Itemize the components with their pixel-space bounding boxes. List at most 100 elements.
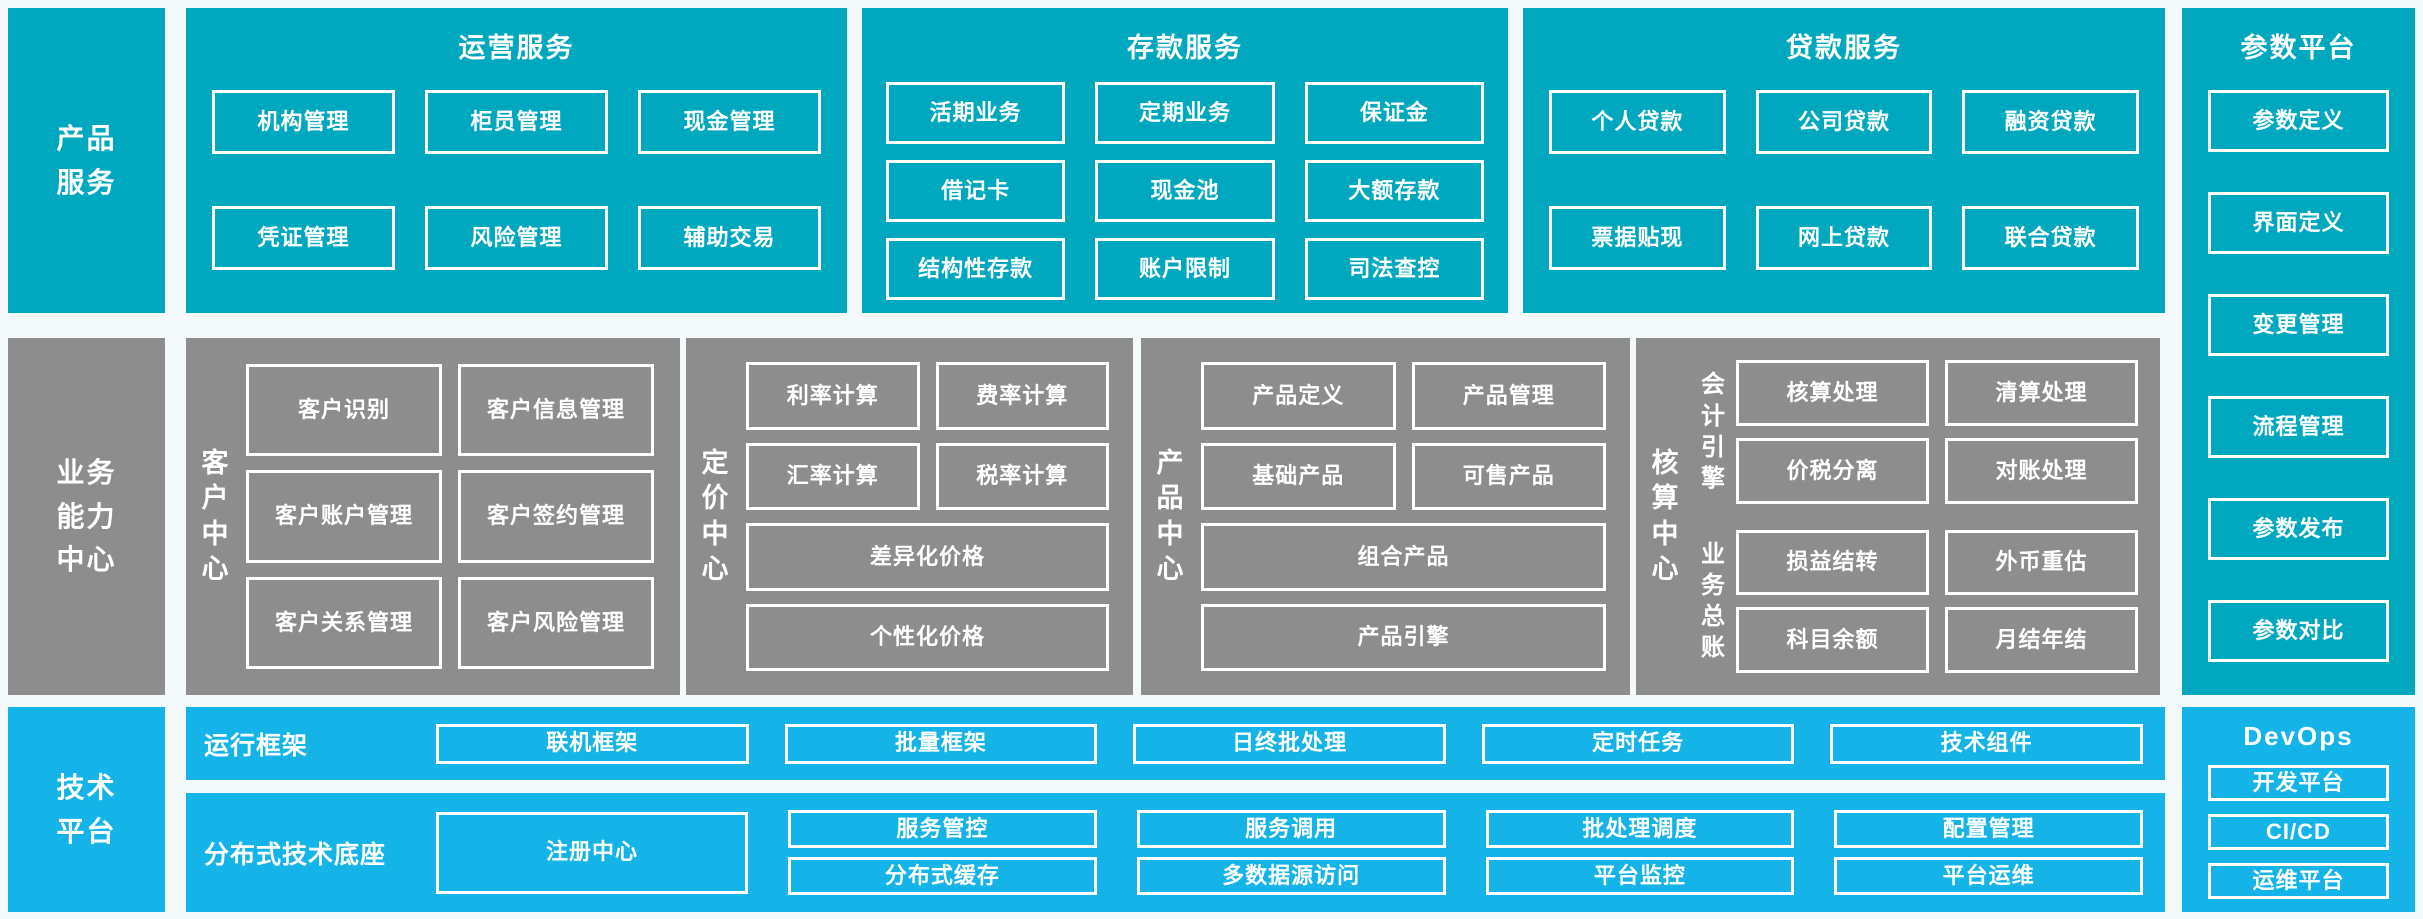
- customer-center-panel: 客户中心 客户识别 客户信息管理 客户账户管理 客户签约管理 客户关系管理 客户…: [186, 338, 680, 695]
- diagram-box: 机构管理: [212, 90, 395, 154]
- product-center-panel: 产品中心 产品定义 产品管理 基础产品 可售产品 组合产品 产品引擎: [1141, 338, 1630, 695]
- business-ledger-group: 业务总账 损益结转 外币重估 科目余额 月结年结: [1696, 529, 2138, 673]
- diagram-box: 服务管控: [788, 810, 1097, 848]
- pricing-center-label: 定价中心: [701, 448, 729, 584]
- diagram-box: 结构性存款: [886, 238, 1066, 300]
- diagram-box: 个性化价格: [746, 603, 1109, 671]
- diagram-box: 个人贷款: [1549, 90, 1726, 154]
- diagram-box: 辅助交易: [638, 206, 821, 270]
- accounting-engine-label: 会计引擎: [1701, 371, 1725, 492]
- diagram-box: 保证金: [1304, 82, 1484, 144]
- diagram-box: 定期业务: [1095, 82, 1275, 144]
- diagram-box: 税率计算: [935, 442, 1109, 510]
- diagram-box: 配置管理: [1834, 810, 2143, 848]
- diagram-box: 账户限制: [1095, 238, 1275, 300]
- diagram-box: 基础产品: [1201, 442, 1396, 510]
- diagram-box: 利率计算: [746, 362, 920, 430]
- pricing-center-grid: 利率计算 费率计算 汇率计算 税率计算 差异化价格 个性化价格: [746, 362, 1109, 671]
- diagram-box: 流程管理: [2208, 396, 2389, 458]
- diagram-box: 运维平台: [2208, 863, 2389, 899]
- devops-title: DevOps: [2243, 721, 2354, 751]
- diagram-box: 月结年结: [1945, 607, 2138, 673]
- operations-services-grid: 机构管理 柜员管理 现金管理 凭证管理 风险管理 辅助交易: [212, 90, 821, 270]
- diagram-box: 客户识别: [246, 364, 442, 457]
- diagram-box: 变更管理: [2208, 294, 2389, 356]
- diagram-box: 差异化价格: [746, 523, 1109, 591]
- deposit-services-panel: 存款服务 活期业务 定期业务 保证金 借记卡 现金池 大额存款 结构性存款 账户…: [862, 8, 1508, 313]
- runtime-framework-label: 运行框架: [204, 731, 309, 760]
- diagram-box: 清算处理: [1945, 360, 2138, 426]
- diagram-box: 科目余额: [1736, 607, 1929, 673]
- diagram-box: 开发平台: [2208, 765, 2389, 801]
- diagram-box: 现金池: [1095, 160, 1275, 222]
- tech-platform-sidebar: 技术 平台: [8, 707, 165, 912]
- loan-services-panel: 贷款服务 个人贷款 公司贷款 融资贷款 票据贴现 网上贷款 联合贷款: [1523, 8, 2165, 313]
- devops-panel: DevOps 开发平台 CI/CD 运维平台: [2182, 707, 2415, 912]
- diagram-box: 界面定义: [2208, 192, 2389, 254]
- diagram-box: 平台监控: [1485, 857, 1795, 895]
- diagram-box: 公司贷款: [1755, 90, 1933, 154]
- diagram-box: 风险管理: [425, 206, 608, 270]
- diagram-box: 客户风险管理: [458, 576, 654, 669]
- diagram-box: 价税分离: [1736, 437, 1929, 504]
- diagram-box: 定时任务: [1481, 723, 1795, 764]
- product-center-grid: 产品定义 产品管理 基础产品 可售产品 组合产品 产品引擎: [1201, 362, 1606, 671]
- diagram-box: 参数对比: [2208, 600, 2389, 662]
- pricing-center-panel: 定价中心 利率计算 费率计算 汇率计算 税率计算 差异化价格 个性化价格: [686, 338, 1133, 695]
- diagram-box: 票据贴现: [1549, 206, 1726, 270]
- diagram-box: 产品定义: [1201, 362, 1396, 430]
- diagram-box: 损益结转: [1736, 529, 1929, 596]
- diagram-box: 凭证管理: [212, 206, 395, 270]
- business-ledger-grid: 损益结转 外币重估 科目余额 月结年结: [1736, 529, 2138, 673]
- diagram-box: 柜员管理: [425, 90, 608, 154]
- runtime-framework-row: 运行框架 联机框架 批量框架 日终批处理 定时任务 技术组件: [186, 707, 2165, 780]
- diagram-box: 多数据源访问: [1136, 857, 1446, 895]
- diagram-box: 技术组件: [1830, 723, 2143, 764]
- customer-center-label: 客户中心: [201, 448, 229, 584]
- diagram-box: 网上贷款: [1755, 206, 1933, 270]
- deposit-services-title: 存款服务: [1127, 33, 1243, 63]
- accounting-center-groups: 会计引擎 核算处理 清算处理 价税分离 对账处理 业务总账 损益结转 外币重估 …: [1696, 360, 2138, 673]
- product-center-label: 产品中心: [1156, 448, 1184, 584]
- accounting-center-label: 核算中心: [1651, 448, 1679, 584]
- diagram-box: 司法查控: [1304, 238, 1484, 300]
- product-services-sidebar: 产品 服务: [8, 8, 165, 313]
- parameter-platform-boxes: 参数定义 界面定义 变更管理 流程管理 参数发布 参数对比: [2208, 90, 2389, 662]
- distributed-base-row: 分布式技术底座 注册中心 服务管控 服务调用 批处理调度 配置管理 分布式缓存 …: [186, 793, 2165, 912]
- diagram-box: 分布式缓存: [788, 857, 1097, 895]
- diagram-box: 客户关系管理: [246, 576, 442, 669]
- diagram-box: 活期业务: [886, 82, 1066, 144]
- accounting-center-panel: 核算中心 会计引擎 核算处理 清算处理 价税分离 对账处理 业务总账 损益结转 …: [1636, 338, 2160, 695]
- diagram-box: 联机框架: [436, 723, 749, 764]
- diagram-box: 现金管理: [638, 90, 821, 154]
- diagram-box: 产品引擎: [1201, 603, 1606, 671]
- loan-services-grid: 个人贷款 公司贷款 融资贷款 票据贴现 网上贷款 联合贷款: [1549, 90, 2139, 270]
- diagram-box: 联合贷款: [1962, 206, 2139, 270]
- operations-services-panel: 运营服务 机构管理 柜员管理 现金管理 凭证管理 风险管理 辅助交易: [186, 8, 847, 313]
- business-capability-sidebar-label: 业务 能力 中心: [56, 457, 117, 576]
- diagram-box: 客户签约管理: [458, 470, 654, 563]
- diagram-box: 组合产品: [1201, 523, 1606, 591]
- runtime-framework-boxes: 联机框架 批量框架 日终批处理 定时任务 技术组件: [436, 723, 2143, 764]
- registry-center-box: 注册中心: [436, 811, 748, 894]
- diagram-box: 借记卡: [886, 160, 1066, 222]
- diagram-box: 可售产品: [1411, 442, 1606, 510]
- deposit-services-grid: 活期业务 定期业务 保证金 借记卡 现金池 大额存款 结构性存款 账户限制 司法…: [886, 82, 1484, 300]
- diagram-box: 参数定义: [2208, 90, 2389, 152]
- devops-boxes: 开发平台 CI/CD 运维平台: [2208, 765, 2389, 899]
- distributed-base-grid: 服务管控 服务调用 批处理调度 配置管理 分布式缓存 多数据源访问 平台监控 平…: [788, 810, 2143, 895]
- customer-center-grid: 客户识别 客户信息管理 客户账户管理 客户签约管理 客户关系管理 客户风险管理: [246, 364, 654, 669]
- diagram-box: 批处理调度: [1485, 810, 1795, 848]
- diagram-box: 客户账户管理: [246, 470, 442, 563]
- diagram-box: CI/CD: [2208, 814, 2389, 850]
- accounting-engine-group: 会计引擎 核算处理 清算处理 价税分离 对账处理: [1696, 360, 2138, 504]
- diagram-box: 外币重估: [1945, 529, 2138, 596]
- parameter-platform-panel: 参数平台 参数定义 界面定义 变更管理 流程管理 参数发布 参数对比: [2182, 8, 2415, 695]
- diagram-box: 融资贷款: [1962, 90, 2139, 154]
- accounting-engine-grid: 核算处理 清算处理 价税分离 对账处理: [1736, 360, 2138, 504]
- diagram-box: 核算处理: [1736, 360, 1929, 426]
- diagram-box: 大额存款: [1304, 160, 1484, 222]
- business-ledger-label: 业务总账: [1701, 540, 1725, 662]
- diagram-box: 对账处理: [1945, 437, 2138, 504]
